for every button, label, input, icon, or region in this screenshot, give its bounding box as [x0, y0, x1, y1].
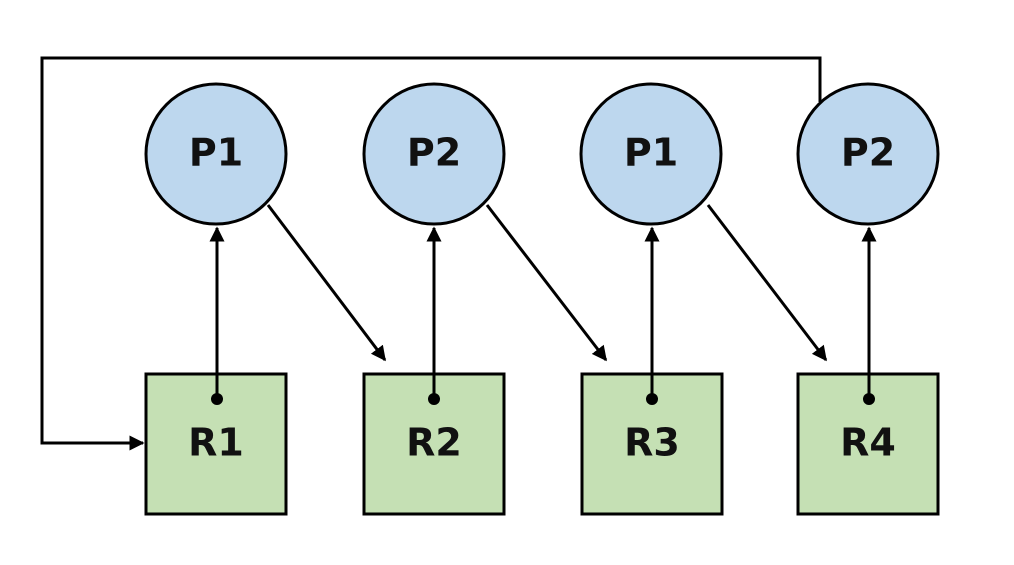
- resource-label: R4: [840, 421, 896, 465]
- process-label: P2: [841, 131, 895, 175]
- process-label: P1: [189, 131, 243, 175]
- edge-p2-to-r3: [485, 204, 608, 362]
- edge-p1-to-r2: [266, 204, 387, 362]
- process-node-p1-second: P1: [579, 82, 723, 226]
- process-node-p1: P1: [144, 82, 288, 226]
- edge-p1-to-r4: [706, 204, 828, 362]
- process-node-p2: P2: [362, 82, 506, 226]
- resource-label: R2: [406, 421, 462, 465]
- process-nodes: P1 P2 P1 P2: [144, 82, 940, 226]
- process-node-p2-second: P2: [796, 82, 940, 226]
- process-label: P1: [624, 131, 678, 175]
- resource-label: R3: [624, 421, 680, 465]
- resource-label: R1: [188, 421, 244, 465]
- resource-nodes: R1 R2 R3 R4: [144, 372, 940, 516]
- resource-node-r3: R3: [580, 372, 724, 516]
- edge-p2-to-r1-loop: [40, 56, 822, 451]
- assignment-dots: [211, 374, 875, 405]
- process-label: P2: [407, 131, 461, 175]
